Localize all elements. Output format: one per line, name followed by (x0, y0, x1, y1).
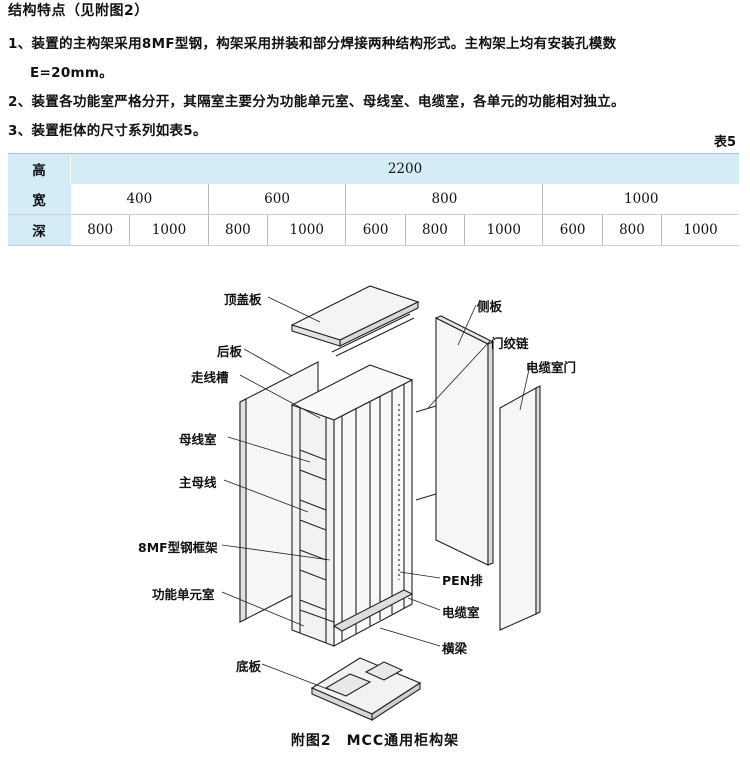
table-label: 表5 (713, 135, 736, 150)
figure-caption: 附图2 MCC通用柜构架 (290, 733, 460, 749)
label-pen-bar: PEN排 (442, 573, 483, 588)
depth-cell: 600 (542, 214, 603, 246)
width-cell: 400 (70, 184, 209, 215)
depth-cell: 800 (405, 214, 466, 246)
width-cell: 1000 (542, 184, 739, 215)
label-back-plate: 后板 (217, 344, 243, 359)
depth-cell: 600 (345, 214, 406, 246)
depth-label: 深 (8, 214, 71, 246)
label-top-cover: 顶盖板 (224, 292, 262, 307)
label-bottom-plate: 底板 (236, 659, 262, 674)
section-heading: 结构特点（见附图2） (8, 3, 149, 19)
depth-cell: 800 (70, 214, 131, 246)
item-3-text: 3、装置柜体的尺寸系列如表5。 (8, 123, 207, 139)
height-value: 2200 (70, 154, 739, 184)
width-row: 宽 400 600 800 1000 (8, 184, 739, 215)
size-table: 高 2200 宽 400 600 800 1000 深 800 1000 800… (8, 154, 739, 246)
steel-frame (290, 364, 414, 647)
item-2-text: 2、装置各功能室严格分开，其隔室主要分为功能单元室、母线室、电缆室，各单元的功能… (8, 94, 625, 110)
top-cover-plate (290, 285, 420, 357)
cabinet-exploded-drawing (221, 285, 541, 722)
depth-cell: 1000 (267, 214, 347, 246)
label-side-plate: 侧板 (477, 299, 503, 314)
depth-cell: 1000 (464, 214, 544, 246)
side-plate (415, 315, 495, 566)
label-cable-door: 电缆室门 (526, 360, 577, 375)
item-1-text: 1、装置的主构架采用8MF型钢，构架采用拼装和部分焊接两种结构形式。主构架上均有… (8, 36, 617, 52)
item-1-continuation: E=20mm。 (30, 65, 114, 81)
height-label: 高 (8, 154, 71, 184)
depth-cell: 800 (602, 214, 663, 246)
height-row: 高 2200 (8, 154, 739, 184)
table-top-border (8, 153, 739, 154)
label-frame: 8MF型钢框架 (138, 540, 218, 555)
label-crossbeam: 横梁 (442, 641, 468, 656)
label-hinge: 门绞链 (491, 336, 529, 351)
depth-cell: 800 (208, 214, 269, 246)
cable-room-door (499, 385, 541, 631)
label-main-busbar: 主母线 (179, 475, 217, 490)
label-busbar-room: 母线室 (179, 432, 217, 447)
label-wire-trough: 走线槽 (191, 370, 229, 385)
depth-cell: 1000 (661, 214, 739, 246)
depth-cell: 1000 (129, 214, 209, 246)
width-cell: 600 (208, 184, 347, 215)
depth-row: 深 800 1000 800 1000 600 800 1000 600 800… (8, 214, 739, 246)
label-function-unit: 功能单元室 (152, 587, 215, 602)
width-label: 宽 (8, 184, 71, 215)
label-cable-room: 电缆室 (442, 605, 480, 620)
width-cell: 800 (345, 184, 544, 215)
bottom-plate (310, 657, 422, 722)
